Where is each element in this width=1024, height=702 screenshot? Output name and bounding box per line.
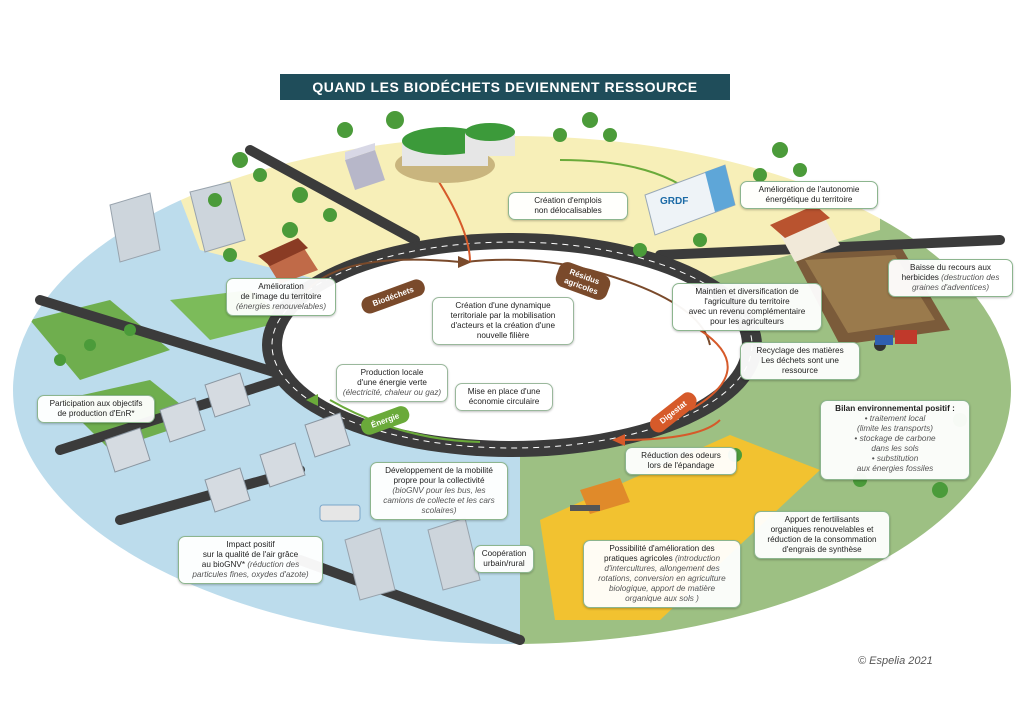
box-baisse-herbicides: Baisse du recours aux herbicides (destru… — [888, 259, 1013, 297]
box-bilan-environnemental: Bilan environnemental positif : • traite… — [820, 400, 970, 480]
brick-house — [258, 238, 318, 284]
industrial-building — [345, 143, 385, 190]
arrow-head — [306, 394, 318, 406]
methanizer-domes — [395, 123, 515, 183]
trailer — [895, 330, 917, 344]
page-title: Quand les biodéchets deviennent ressourc… — [280, 74, 730, 100]
tractor — [875, 335, 893, 345]
box-pratiques-agricoles: Possibilité d'amélioration des pratiques… — [583, 540, 741, 608]
arrow-head — [612, 434, 625, 446]
farmhouse — [770, 205, 840, 262]
apartment-buildings — [109, 181, 481, 601]
grdf-station: GRDF — [644, 164, 736, 236]
grdf-logo: GRDF — [660, 196, 688, 207]
bus — [319, 504, 361, 522]
suburban-houses — [104, 372, 351, 513]
arrow-head — [458, 256, 472, 268]
title-text: Quand les biodéchets deviennent ressourc… — [312, 79, 698, 95]
copyright: © Espelia 2021 — [858, 655, 933, 667]
flow-label-energie: Énergie — [361, 406, 410, 435]
harvester — [570, 478, 630, 514]
